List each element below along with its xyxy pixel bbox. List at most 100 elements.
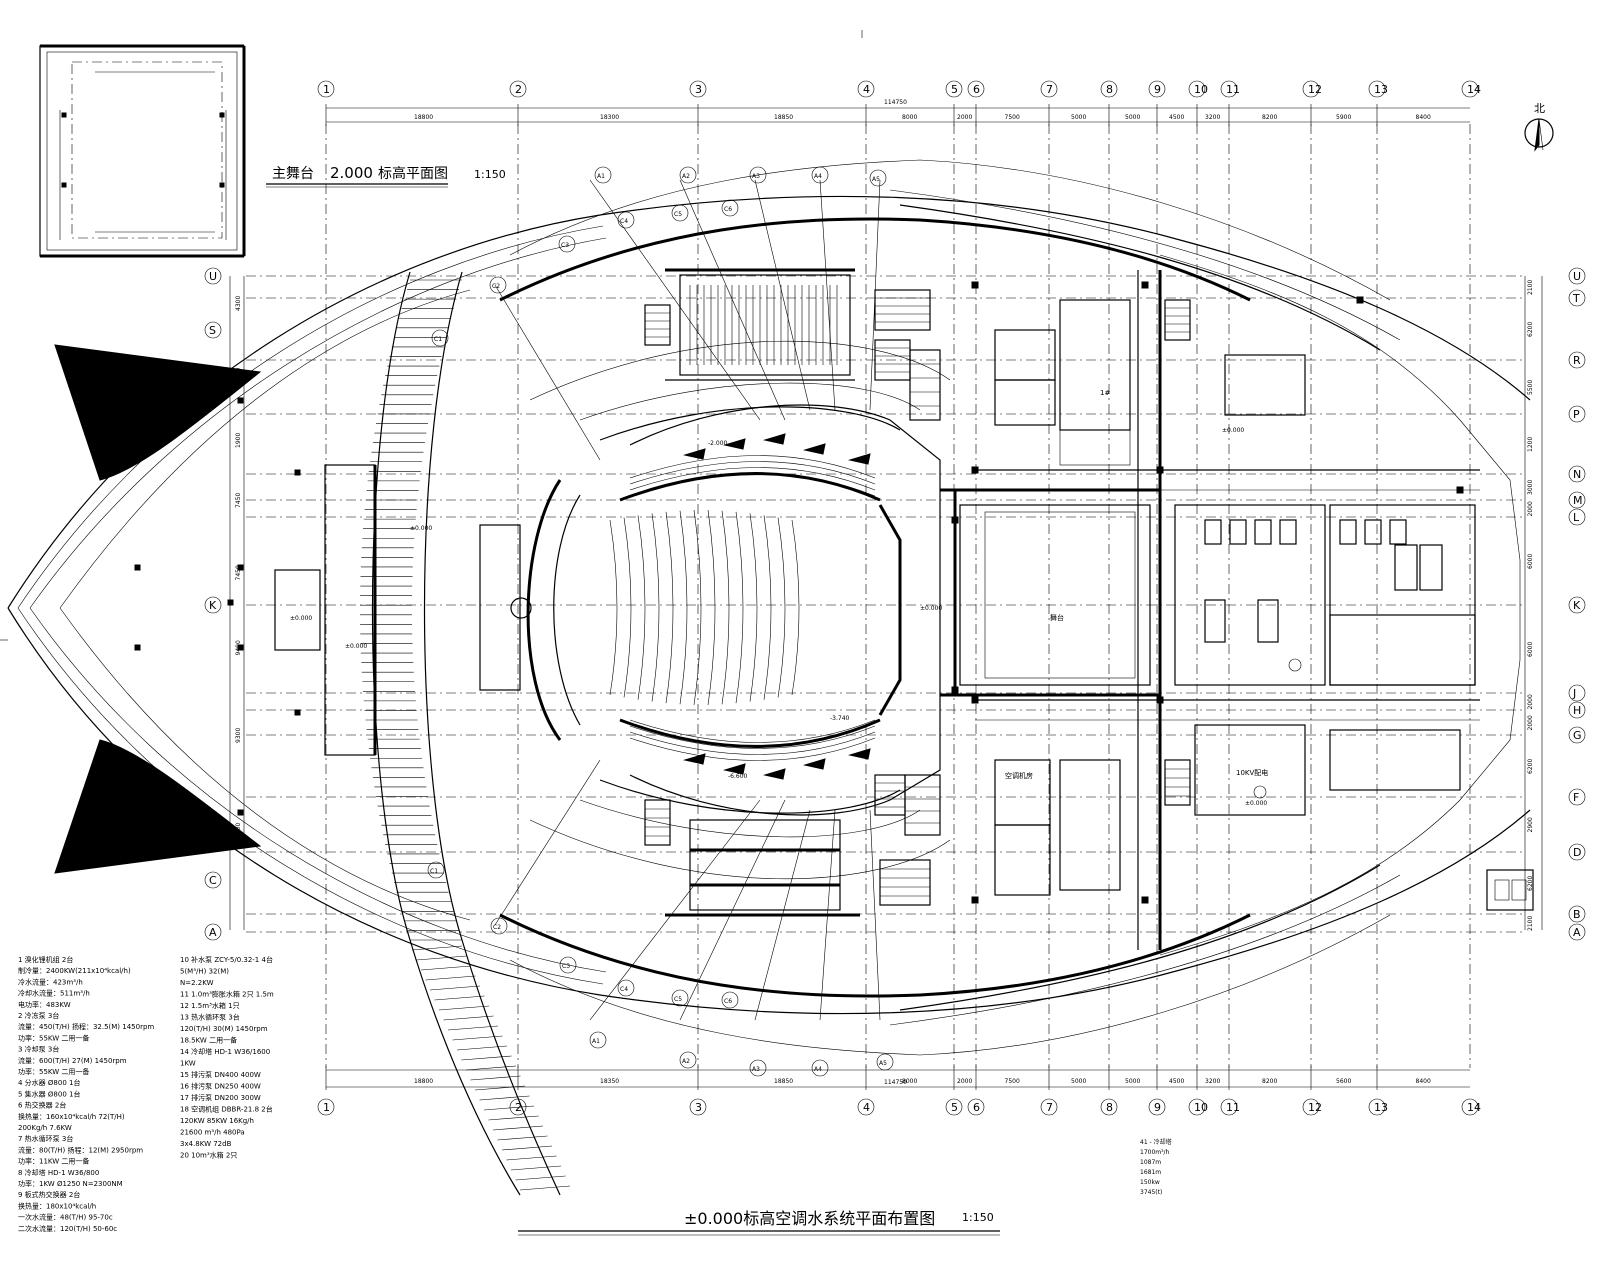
legend-right-line-5: 13 热水循环泵 3台 [180, 1013, 240, 1022]
room-label-4: 空调机房 [1005, 771, 1033, 780]
ramp-step-low-23 [515, 1175, 566, 1181]
bottom-spacing-8: 4500 [1169, 1078, 1184, 1085]
row-bubble-left-U [204, 267, 222, 285]
level-label-f: ±0.000 [290, 615, 312, 622]
col-label-bottom-11: 11 [1226, 1101, 1240, 1114]
radial-line-2 [754, 179, 811, 411]
col-label-bottom-9: 9 [1154, 1101, 1161, 1114]
ramp-step-low-21 [506, 1155, 557, 1161]
legend-right-line-17: 20 10m³水箱 2只 [180, 1151, 237, 1160]
core-7 [1164, 759, 1191, 806]
row-label-left-K: K [209, 599, 217, 612]
curve-bubble-C4-1 [617, 979, 635, 997]
core-5 [879, 859, 931, 906]
ramp-step-low-18 [492, 1125, 544, 1131]
ramp-step-low-15 [479, 1095, 530, 1101]
lobby-column-5 [237, 644, 244, 651]
ramp-step-low-8 [447, 1025, 499, 1031]
right-spacing-5: 2000 [1527, 501, 1534, 516]
ramp-step-low-20 [501, 1145, 553, 1151]
column-mark-4 [971, 466, 979, 474]
bottom-spacing-10: 8200 [1262, 1078, 1277, 1085]
top-spacing-0: 18800 [414, 114, 433, 121]
lobby-column-9 [294, 709, 301, 716]
curve-label-A5-1: A5 [879, 1060, 887, 1067]
col-label-top-11: 11 [1226, 83, 1240, 96]
row-label-right-B: B [1573, 908, 1581, 921]
top-spacing-4: 2000 [957, 114, 972, 121]
ramp-step-low-0 [411, 945, 463, 951]
radial-line-9 [869, 809, 881, 1021]
col-bubble-top-11 [1220, 80, 1238, 98]
radial-line-5 [589, 799, 761, 1021]
col-label-top-14: 14 [1467, 83, 1481, 96]
column-mark-9 [971, 896, 979, 904]
col-bubble-bottom-5 [945, 1098, 963, 1116]
truss-mark-1 [723, 438, 746, 450]
row-label-right-J: J [1572, 687, 1576, 700]
bottom-spacing-3: 8000 [902, 1078, 917, 1085]
col-bubble-bottom-11 [1220, 1098, 1238, 1116]
legend-right-line-9: 1KW [180, 1060, 196, 1068]
bottom-total-dim: 114750 [884, 1079, 907, 1086]
legend-left-line-16: 7 热水循环泵 3台 [18, 1134, 73, 1143]
legend-left-line-23: 一次水流量：48(T/H) 95-70c [18, 1213, 113, 1222]
curve-bubble-C6-0 [721, 199, 739, 217]
row-bubble-right-B [1568, 905, 1586, 923]
right-spacing-2: 5500 [1527, 380, 1534, 395]
col-bubble-bottom-14 [1461, 1098, 1479, 1116]
ramp-step-low-4 [429, 985, 481, 991]
column-mark-8 [1141, 896, 1149, 904]
top-spacing-6: 5000 [1071, 114, 1086, 121]
bottom-spacing-0: 18800 [414, 1078, 433, 1085]
row-bubble-right-R [1568, 351, 1586, 369]
right-spacing-0: 2100 [1527, 280, 1534, 295]
col-bubble-bottom-10 [1188, 1098, 1206, 1116]
lobby-column-6 [107, 809, 114, 816]
ramp-step-low-11 [461, 1055, 512, 1061]
col-label-top-4: 4 [863, 83, 870, 96]
truss-mark-9 [848, 748, 871, 760]
core-9 [644, 799, 671, 846]
curve-label-C6-0: C6 [724, 206, 732, 213]
inset-title-level: 2.000 [330, 164, 373, 182]
equipment-legend-left: 1 溴化锂机组 2台 制冷量：2400KW(211x10⁴kcal/h) 冷水流… [18, 955, 154, 1233]
truss-mark-0 [683, 448, 706, 460]
legend-left-line-21: 9 板式热交换器 2台 [18, 1190, 80, 1199]
top-spacing-1: 18300 [600, 114, 619, 121]
legend-right-line-7: 18.5KW 二用一备 [180, 1036, 237, 1045]
north-label: 北 [1534, 102, 1545, 115]
legend-note-line-4: 150kw [1140, 1179, 1160, 1186]
col-bubble-bottom-9 [1148, 1098, 1166, 1116]
col-label-bottom-8: 8 [1106, 1101, 1113, 1114]
ramp-step-low-10 [456, 1045, 508, 1051]
core-6 [1164, 299, 1191, 341]
row-bubble-right-J [1568, 684, 1586, 702]
equipment-legend-right: 10 补水泵 ZCY-5/0.32-1 4台 5(M³/H) 32(M) N=2… [180, 955, 274, 1160]
legend-left-line-13: 6 热交换器 2台 [18, 1101, 66, 1110]
curve-label-A1-0: A1 [597, 173, 605, 180]
row-label-left-C: C [209, 874, 217, 887]
truss-mark-4 [848, 453, 871, 465]
col-bubble-bottom-3 [689, 1098, 707, 1116]
pump-2 [1254, 519, 1272, 545]
room-label-2: 10KV配电 [1236, 768, 1268, 777]
balcony-row-top-1 [629, 461, 876, 485]
row-bubble-right-T [1568, 289, 1586, 307]
curve-label-A3-0: A3 [752, 173, 760, 180]
seat-row-12 [777, 517, 786, 698]
column-mark-5 [971, 696, 979, 704]
truss-mark-3 [803, 443, 826, 455]
level-label-a: -6.600 [728, 773, 748, 780]
legend-left-line-2: 冷水流量：423m³/h [18, 977, 83, 986]
lobby-column-4 [134, 644, 141, 651]
lobby-column-10 [227, 599, 234, 606]
col-label-bottom-14: 14 [1467, 1101, 1481, 1114]
right-spacing-1: 6200 [1527, 322, 1534, 337]
pump-6 [1389, 519, 1407, 545]
ramp-step-low-13 [470, 1075, 521, 1081]
north-arrow: 北 [1524, 102, 1554, 152]
lobby-column-0 [107, 397, 114, 404]
column-mark-10 [1356, 296, 1364, 304]
